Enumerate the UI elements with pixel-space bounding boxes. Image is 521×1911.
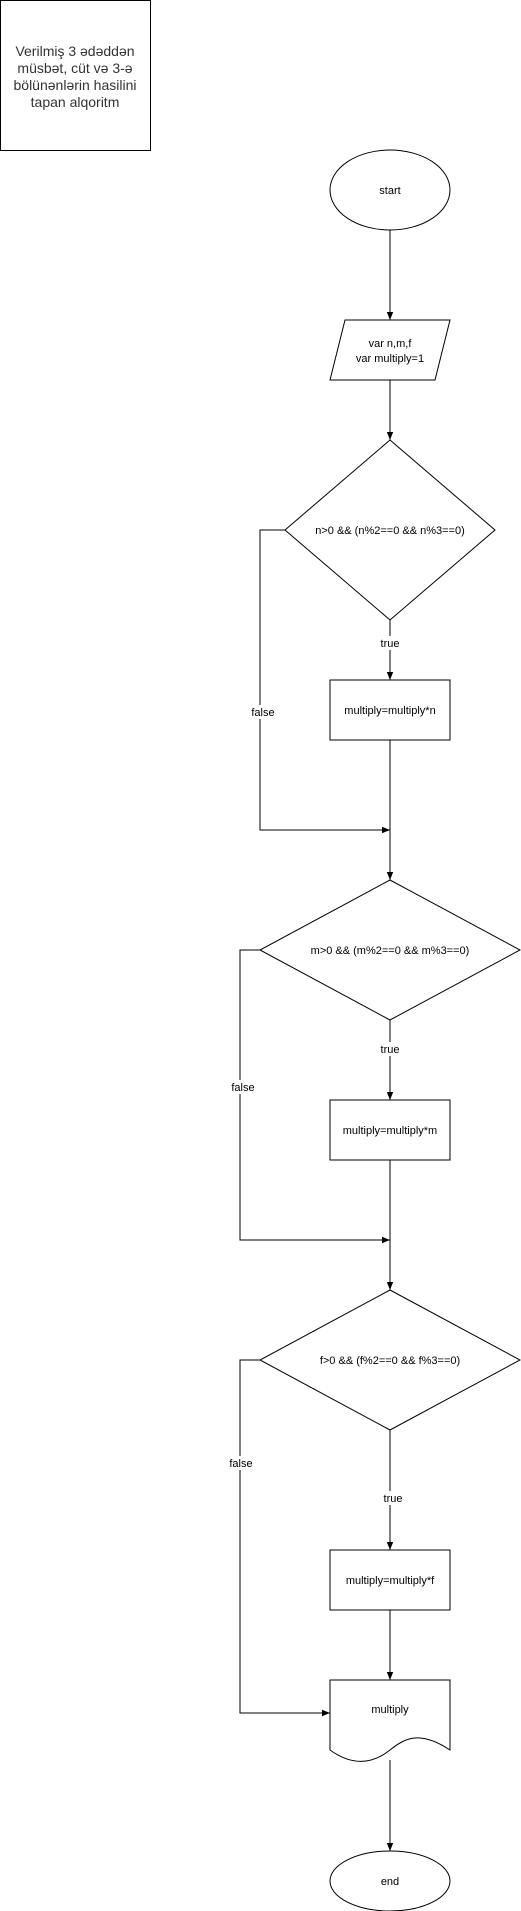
output-label: multiply: [371, 1704, 409, 1716]
process-n-box: [329, 679, 451, 741]
title-note-line-3: bölünənlərin hasilini: [14, 77, 137, 93]
decision-m-label: m>0 && (m%2==0 && m%3==0): [311, 945, 470, 957]
end-ellipse: [329, 1850, 451, 1911]
false-m-label: false: [231, 1082, 254, 1094]
edge-cond-m-false: [239, 949, 390, 1244]
start-label: start: [379, 185, 400, 197]
true-m-label: true: [381, 1044, 400, 1056]
process-m-label: multiply=multiply*m: [343, 1125, 437, 1137]
false-n-label: false: [251, 707, 274, 719]
input-label-line-1: var n,m,f: [369, 338, 413, 350]
edge-cond-f-false: [239, 1359, 330, 1717]
false-f-label-bg: [228, 1456, 254, 1470]
end-label: end: [381, 1876, 399, 1888]
end-node: end: [329, 1850, 451, 1911]
input-label-line-2: var multiply=1: [356, 353, 424, 365]
true-f-label-bg: [380, 1491, 400, 1505]
input-node: var n,m,f var multiply=1: [329, 319, 451, 381]
false-n-label-bg: [250, 705, 276, 719]
title-note-box: [0, 0, 151, 151]
process-f-label: multiply=multiply*f: [346, 1575, 435, 1587]
true-m-label-bg: [380, 1042, 400, 1056]
process-n: multiply=multiply*n: [329, 679, 451, 741]
true-f-label: true: [384, 1493, 403, 1505]
process-f: multiply=multiply*f: [329, 1549, 451, 1611]
output-node: multiply: [329, 1679, 451, 1762]
process-n-label: multiply=multiply*n: [344, 705, 435, 717]
output-document: [329, 1679, 451, 1762]
decision-f: f>0 && (f%2==0 && f%3==0): [258, 1289, 521, 1431]
process-f-box: [329, 1549, 451, 1611]
input-parallelogram: [329, 319, 451, 381]
decision-n-label: n>0 && (n%2==0 && n%3==0): [315, 525, 465, 537]
false-f-label: false: [229, 1458, 252, 1470]
process-m-box: [329, 1099, 451, 1161]
title-note: Verilmiş 3 ədəddən müsbət, cüt və 3-ə bö…: [0, 0, 151, 151]
true-n-label-bg: [380, 636, 400, 650]
title-note-line-4: tapan alqoritm: [31, 94, 120, 110]
decision-f-label: f>0 && (f%2==0 && f%3==0): [320, 1355, 460, 1367]
title-note-line-2: müsbət, cüt və 3-ə: [17, 60, 132, 76]
edge-cond-n-false: [259, 529, 390, 834]
title-note-line-1: Verilmiş 3 ədəddən: [15, 43, 134, 59]
decision-m: m>0 && (m%2==0 && m%3==0): [258, 879, 521, 1021]
start-node: start: [329, 149, 451, 231]
decision-n: n>0 && (n%2==0 && n%3==0): [284, 439, 496, 621]
false-m-label-bg: [230, 1080, 256, 1094]
true-n-label: true: [381, 638, 400, 650]
process-m: multiply=multiply*m: [329, 1099, 451, 1161]
